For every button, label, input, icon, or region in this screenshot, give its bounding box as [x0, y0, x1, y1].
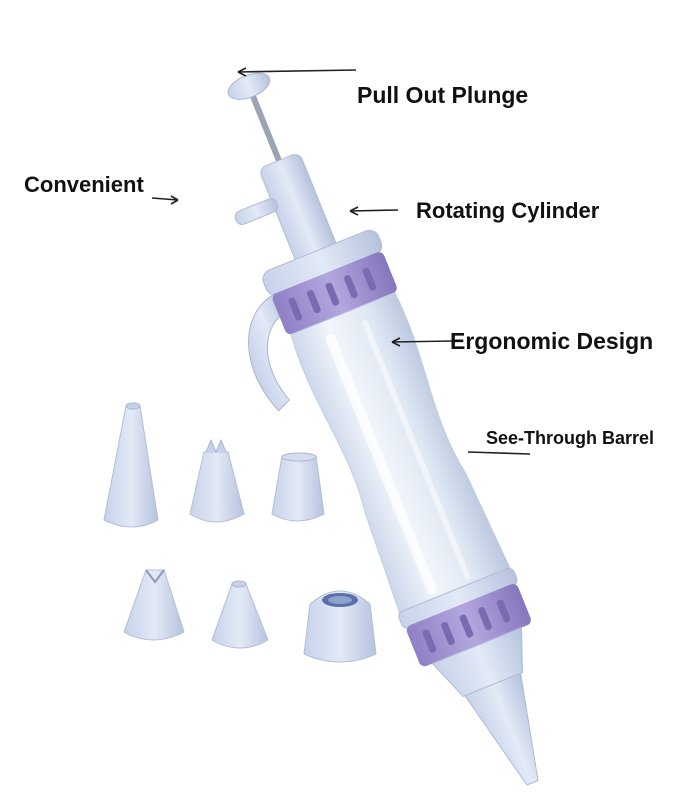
ring-grip-marks	[288, 267, 377, 321]
ergonomic-pointer	[391, 340, 453, 343]
see-through-barrel-label: See-Through Barrel	[486, 428, 655, 448]
barrel-pointer	[467, 451, 531, 455]
lower-ring-grip-marks	[422, 599, 511, 653]
convenient-pointer-arrow	[170, 195, 179, 205]
convenient-pointer	[151, 197, 179, 201]
round-tip-nozzle	[103, 402, 159, 528]
plunger-pointer-arrow	[237, 67, 247, 77]
plunger-label: Pull Out Plunge	[357, 82, 529, 108]
rotating-pointer-arrow	[349, 206, 359, 216]
plunger-knob	[227, 72, 271, 100]
barrel-highlight	[325, 334, 437, 595]
flat-tip-nozzle	[271, 452, 325, 522]
convenient-label: Convenient	[24, 172, 144, 197]
side-handle	[248, 293, 291, 412]
nozzle-set	[103, 402, 377, 663]
long-nozzle-tip	[464, 672, 539, 786]
small-round-nozzle	[211, 580, 269, 649]
plunger-rod	[246, 85, 284, 167]
rotating-pointer	[349, 209, 399, 212]
rotating-cylinder-label: Rotating Cylinder	[416, 198, 600, 223]
decorating-gun	[227, 72, 539, 786]
plunger-pointer	[237, 69, 357, 73]
leaf-tip-nozzle	[123, 569, 185, 641]
star-tip-nozzle	[189, 438, 245, 523]
cap-nozzle	[303, 590, 377, 663]
nozzle-adapter	[431, 626, 523, 698]
pointer-lines	[151, 67, 531, 455]
ergonomic-pointer-arrow	[391, 337, 401, 347]
ergonomic-design-label: Ergonomic Design	[450, 328, 654, 354]
finger-tab	[234, 198, 279, 225]
barrel-highlight-2	[362, 319, 471, 581]
